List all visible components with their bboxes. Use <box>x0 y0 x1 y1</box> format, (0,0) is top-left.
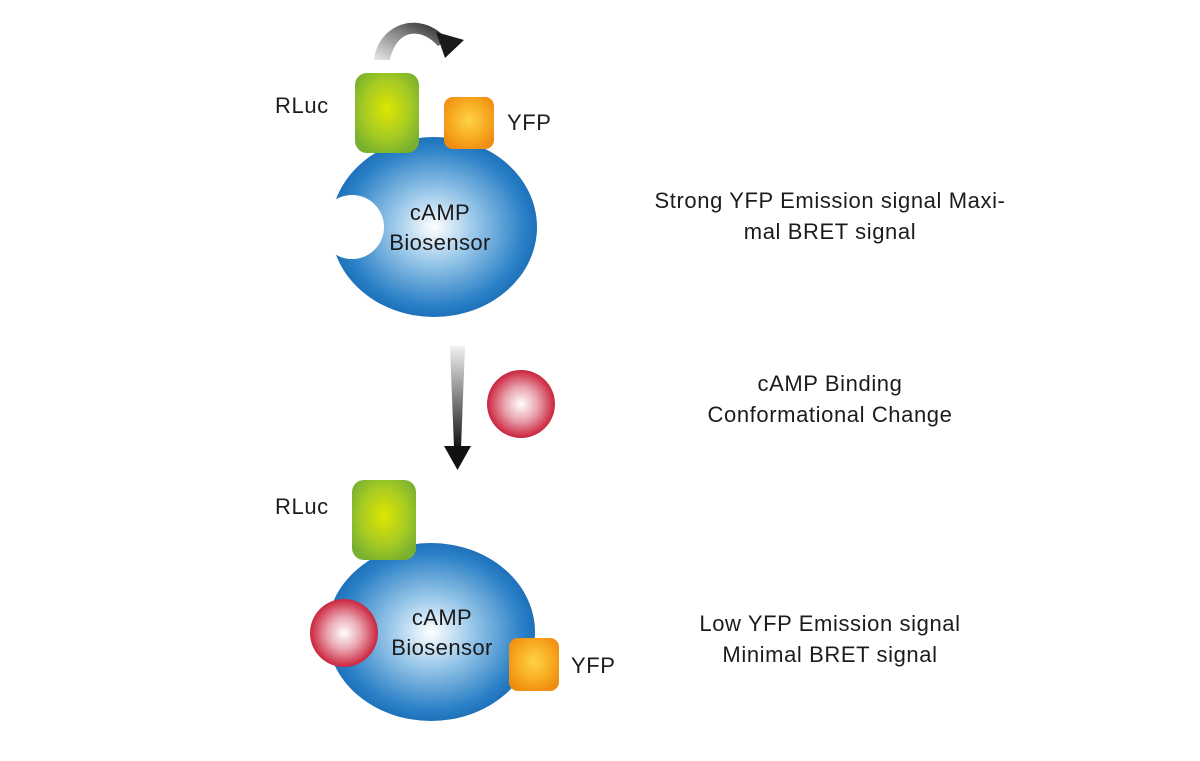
down-arrow-shaft <box>450 346 465 448</box>
description-line2: mal BRET signal <box>743 219 917 244</box>
biosensor-label-line1: cAMP <box>409 200 471 225</box>
bottom-state-description: Low YFP Emission signal Minimal BRET sig… <box>630 608 1030 670</box>
rluc-label: RLuc <box>275 494 329 519</box>
transition-description: cAMP Binding Conformational Change <box>630 368 1030 430</box>
binding-pocket <box>320 195 384 259</box>
bound-camp-molecule <box>310 599 378 667</box>
description-line2: Minimal BRET signal <box>722 642 938 667</box>
rluc-label: RLuc <box>275 93 329 118</box>
biosensor-label-line2: Biosensor <box>389 230 491 255</box>
description-line1: Strong YFP Emission signal Maxi- <box>654 188 1006 213</box>
energy-transfer-arrow-icon <box>374 22 448 60</box>
yfp-protein <box>509 638 559 691</box>
description-line1: Low YFP Emission signal <box>699 611 961 636</box>
rluc-protein <box>355 73 419 153</box>
description-line2: Conformational Change <box>707 402 953 427</box>
top-state-description: Strong YFP Emission signal Maxi- mal BRE… <box>630 185 1030 247</box>
down-arrow-icon <box>444 446 471 470</box>
biosensor-label-line2: Biosensor <box>391 635 493 660</box>
description-line1: cAMP Binding <box>757 371 903 396</box>
bottom-state <box>310 480 559 721</box>
top-state <box>320 22 537 317</box>
biosensor-body <box>327 543 535 721</box>
yfp-protein <box>444 97 494 149</box>
biosensor-label: cAMP Biosensor <box>372 603 512 663</box>
energy-transfer-arrowhead-icon <box>436 32 464 58</box>
biosensor-label: cAMP Biosensor <box>370 198 510 258</box>
rluc-protein <box>352 480 416 560</box>
transition <box>444 346 555 470</box>
biosensor-label-line1: cAMP <box>411 605 473 630</box>
biosensor-body <box>331 137 537 317</box>
camp-molecule <box>487 370 555 438</box>
yfp-label: YFP <box>507 110 552 135</box>
yfp-label: YFP <box>571 653 616 678</box>
